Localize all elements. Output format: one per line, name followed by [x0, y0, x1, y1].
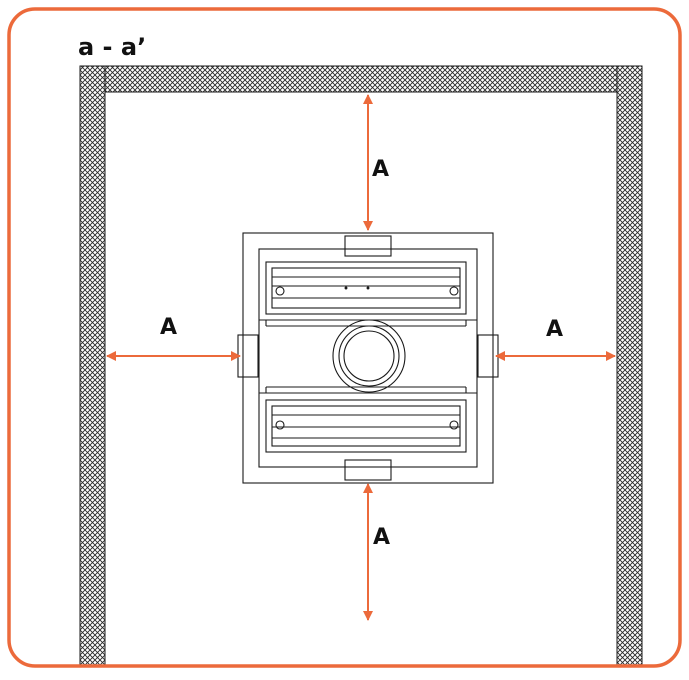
bottom-rail [265, 399, 467, 453]
section-title: a - a’ [78, 33, 146, 61]
label-right: A [546, 317, 563, 342]
wall-left [79, 65, 106, 666]
tab-bottom [344, 459, 392, 481]
top-rail [265, 261, 467, 315]
orange-frame [7, 7, 682, 668]
label-bottom: A [373, 525, 390, 550]
label-top: A [372, 157, 389, 182]
walls [79, 65, 643, 666]
stove-plan [237, 232, 499, 484]
flue-collar [332, 319, 406, 393]
wall-right [616, 65, 643, 666]
label-left: A [160, 315, 177, 340]
dimension-arrows [106, 94, 616, 621]
tab-top [344, 235, 392, 257]
wall-top [79, 65, 643, 93]
